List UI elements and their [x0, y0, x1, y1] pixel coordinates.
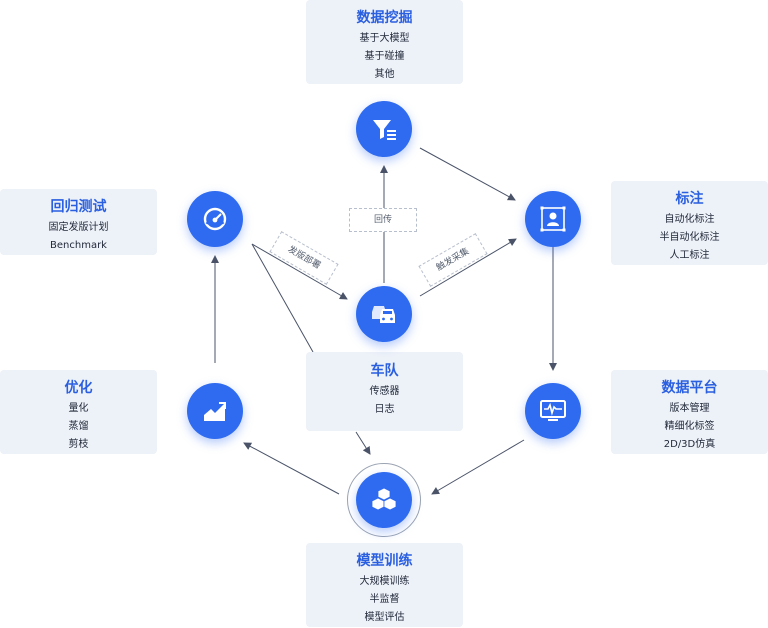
card-item: 版本管理: [669, 403, 710, 414]
node-data-mining[interactable]: [356, 101, 412, 157]
card-title: 优化: [64, 380, 93, 396]
card-data-platform: 数据平台 版本管理 精细化标签 2D/3D仿真: [611, 370, 768, 454]
arrow-regression-to-fleet: [251, 243, 348, 300]
card-item: 基于碰撞: [364, 51, 405, 62]
node-data-platform[interactable]: [525, 383, 581, 439]
arrow-mining-to-annotation: [419, 147, 516, 201]
node-regression-test[interactable]: [187, 191, 243, 247]
edge-label-return: 回传: [349, 208, 417, 232]
arrow-platform-to-training: [431, 439, 525, 495]
card-item: 大规模训练: [359, 576, 410, 587]
person-bounding-box-icon: [539, 205, 567, 233]
card-item: 量化: [68, 403, 89, 414]
card-item: 2D/3D仿真: [663, 439, 716, 450]
arrow-fleet-card-to-training: [355, 431, 371, 455]
node-optimize[interactable]: [187, 383, 243, 439]
card-item: 其他: [374, 69, 395, 80]
card-title: 回归测试: [50, 199, 107, 215]
card-item: 日志: [374, 404, 395, 415]
card-title: 数据平台: [661, 380, 718, 396]
card-item: 半自动化标注: [659, 232, 720, 243]
card-item: 半监督: [369, 594, 400, 605]
card-item: 人工标注: [669, 250, 710, 261]
node-annotation[interactable]: [525, 191, 581, 247]
monitor-waveform-icon: [539, 397, 567, 425]
card-data-mining: 数据挖掘 基于大模型 基于碰撞 其他: [306, 0, 463, 84]
speedometer-icon: [201, 205, 229, 233]
arrow-fleet-to-annotation: [419, 238, 517, 297]
cars-icon: [369, 300, 399, 328]
arrow-training-to-optimize: [243, 442, 340, 495]
card-item: 精细化标签: [664, 421, 715, 432]
cubes-icon: [369, 485, 399, 515]
card-annotation: 标注 自动化标注 半自动化标注 人工标注: [611, 181, 768, 265]
card-item: 蒸馏: [68, 421, 89, 432]
card-model-training: 模型训练 大规模训练 半监督 模型评估: [306, 543, 463, 627]
card-item: 基于大模型: [359, 33, 410, 44]
card-item: Benchmark: [50, 240, 107, 251]
card-optimize: 优化 量化 蒸馏 剪枝: [0, 370, 157, 454]
card-title: 标注: [675, 191, 704, 207]
funnel-list-icon: [370, 115, 398, 143]
card-regression-test: 回归测试 固定发版计划 Benchmark: [0, 189, 157, 255]
arrow-regression-to-training: [251, 243, 314, 353]
node-model-training[interactable]: [356, 472, 412, 528]
card-item: 剪枝: [68, 439, 89, 450]
card-item: 自动化标注: [664, 214, 715, 225]
card-item: 固定发版计划: [48, 222, 109, 233]
card-title: 数据挖掘: [356, 10, 413, 26]
training-node-ring: [347, 463, 421, 537]
node-fleet[interactable]: [356, 286, 412, 342]
card-title: 车队: [370, 363, 399, 379]
card-item: 传感器: [369, 386, 400, 397]
card-item: 模型评估: [364, 612, 405, 623]
card-fleet: 车队 传感器 日志: [306, 352, 463, 431]
trend-chart-icon: [201, 397, 229, 425]
card-title: 模型训练: [356, 553, 413, 569]
